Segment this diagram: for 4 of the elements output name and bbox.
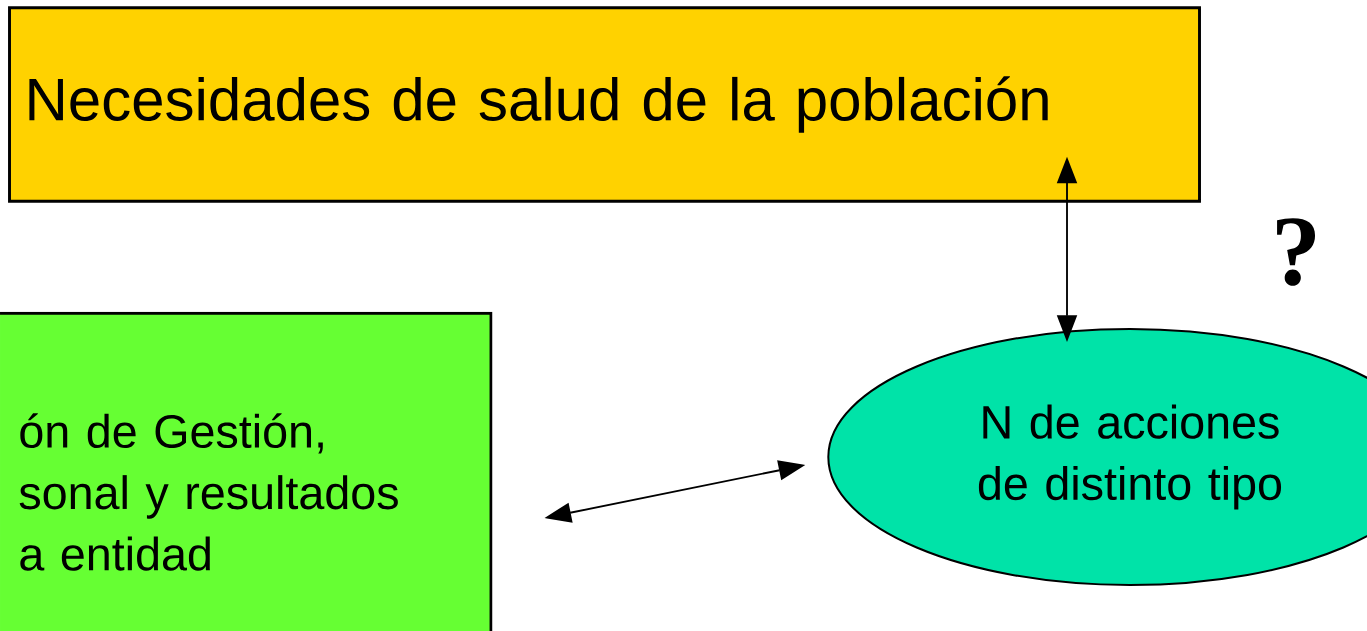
question-mark: ? xyxy=(1277,218,1316,286)
text-box: ón de Gestión, sonal y resultados a entidad xyxy=(0,311,493,631)
ellipse-node: N de acciones de distinto tipo xyxy=(827,328,1367,586)
text-box: Necesidades de salud de la población xyxy=(8,6,1201,203)
